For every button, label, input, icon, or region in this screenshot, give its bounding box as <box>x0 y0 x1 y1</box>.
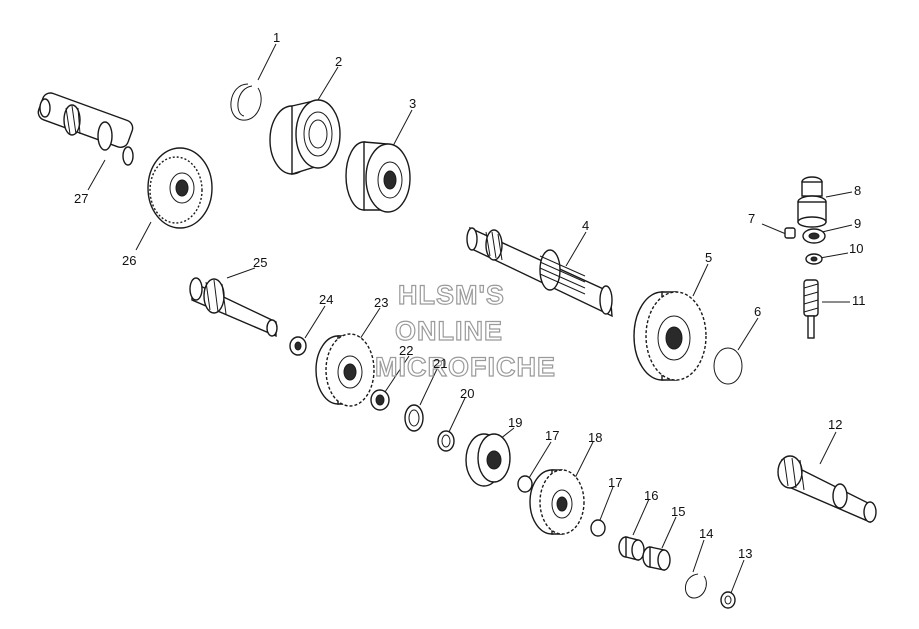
callout-23: 23 <box>374 295 389 310</box>
callout-2: 2 <box>335 54 343 69</box>
part-12-countershaft <box>777 455 877 524</box>
part-22-bushing <box>370 389 390 411</box>
callout-17b: 17 <box>608 475 623 490</box>
part-1-circlip <box>230 83 262 121</box>
leader-lines <box>87 43 853 594</box>
watermark-line-3: MICROFICHE <box>374 352 556 382</box>
callout-3: 3 <box>409 96 417 111</box>
callout-6: 6 <box>754 304 762 319</box>
part-24-washer <box>289 336 307 356</box>
part-21-washer <box>404 404 424 432</box>
part-19-dog-gear <box>465 433 511 487</box>
part-10-washer <box>805 253 823 265</box>
part-27-shaft <box>37 92 134 166</box>
part-2-bearing <box>269 99 341 175</box>
watermark-line-1: HLSM'S <box>397 280 505 310</box>
part-5-gear <box>633 291 707 381</box>
part-20-washer <box>437 430 455 452</box>
callout-7: 7 <box>748 211 756 226</box>
part-7-pin <box>784 227 796 239</box>
callout-4: 4 <box>582 218 590 233</box>
callout-1: 1 <box>273 30 281 45</box>
callout-20: 20 <box>460 386 475 401</box>
watermark-line-2: ONLINE <box>394 316 504 346</box>
part-23-gear <box>315 333 375 407</box>
part-13-washer <box>720 591 736 609</box>
part-18-gear <box>529 469 585 535</box>
part-17-washer-b <box>590 519 606 537</box>
callout-18: 18 <box>588 430 603 445</box>
part-8-sleeve <box>797 176 827 228</box>
callout-19: 19 <box>508 415 523 430</box>
callout-12: 12 <box>828 417 843 432</box>
part-6-ring <box>713 347 743 385</box>
callout-9: 9 <box>854 216 862 231</box>
callout-27: 27 <box>74 191 89 206</box>
callout-16: 16 <box>644 488 659 503</box>
callout-10: 10 <box>849 241 864 256</box>
callout-8: 8 <box>854 183 862 198</box>
part-26-gear <box>147 147 213 229</box>
callout-14: 14 <box>699 526 714 541</box>
callout-17a: 17 <box>545 428 560 443</box>
part-25-shaft <box>189 277 278 338</box>
callout-5: 5 <box>705 250 713 265</box>
part-15-bushing <box>642 546 671 571</box>
part-4-mainshaft <box>466 226 613 318</box>
callout-11: 11 <box>852 293 866 308</box>
part-16-bushing <box>618 536 645 561</box>
callout-15: 15 <box>671 504 686 519</box>
part-17-washer-a <box>517 475 533 493</box>
callout-21: 21 <box>433 356 448 371</box>
callout-24: 24 <box>319 292 334 307</box>
callout-13: 13 <box>738 546 753 561</box>
callout-26: 26 <box>122 253 137 268</box>
callout-25: 25 <box>253 255 268 270</box>
part-14-circlip <box>685 573 707 599</box>
part-9-washer <box>802 228 826 244</box>
part-11-worm-shaft <box>803 279 819 339</box>
callout-22: 22 <box>399 343 414 358</box>
part-3-gear <box>345 141 411 213</box>
